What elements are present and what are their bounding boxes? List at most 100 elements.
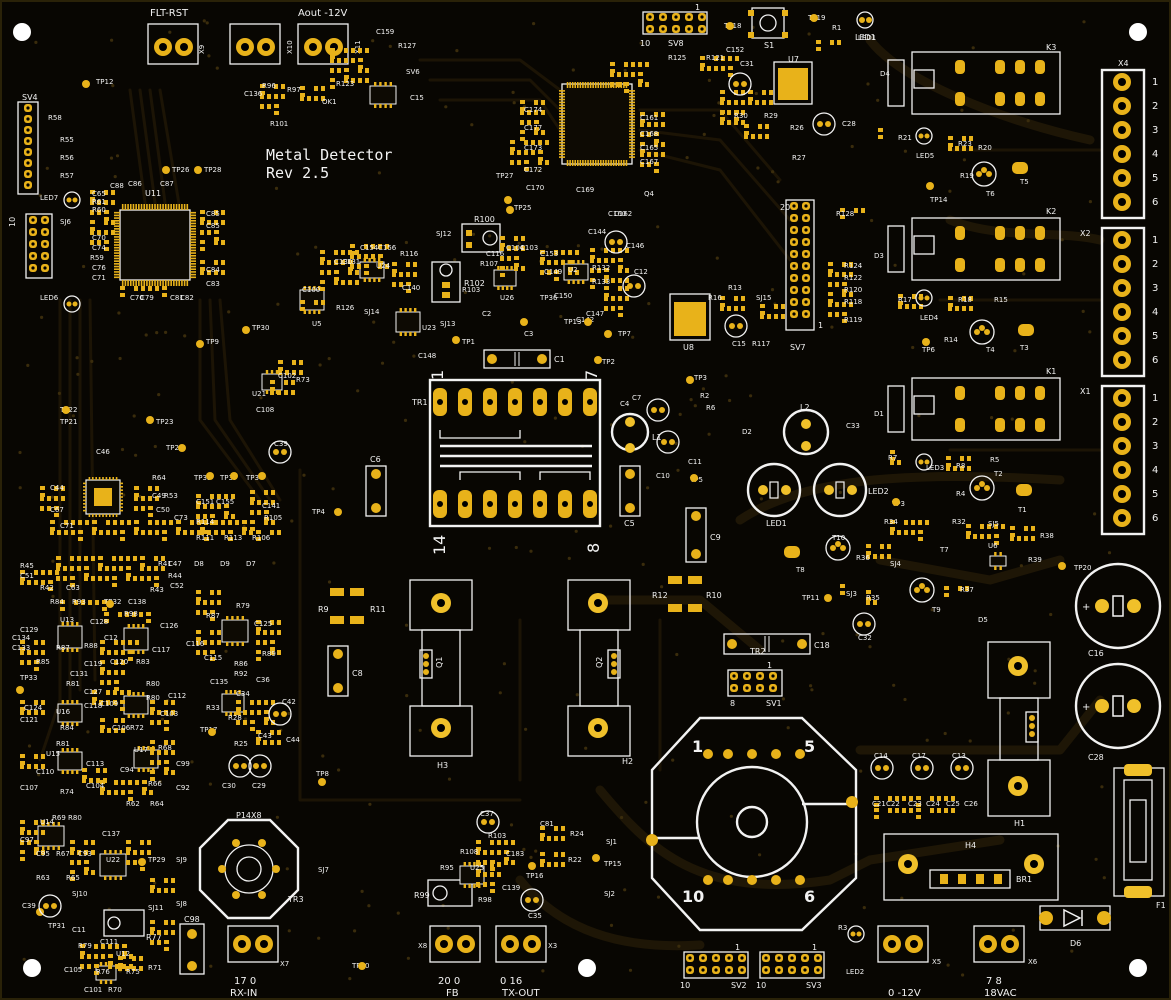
svg-text:L2: L2 — [800, 403, 810, 412]
svg-text:R120: R120 — [844, 286, 862, 294]
svg-text:LED1: LED1 — [766, 519, 787, 528]
board-title-line2: Rev 2.5 — [266, 164, 329, 182]
svg-text:1: 1 — [818, 321, 823, 330]
svg-text:TP6: TP6 — [921, 346, 935, 354]
svg-text:U13: U13 — [60, 616, 74, 624]
svg-text:2: 2 — [1152, 417, 1158, 428]
svg-text:R63: R63 — [36, 874, 50, 882]
svg-text:2: 2 — [1152, 259, 1158, 270]
svg-text:C12: C12 — [104, 634, 118, 642]
svg-text:17 0: 17 0 — [234, 976, 256, 987]
capacitor-c28: LED2 — [812, 462, 889, 518]
svg-text:R66: R66 — [148, 780, 162, 788]
header-sv1: 1 8 SV1 — [727, 661, 783, 708]
copper-traces — [38, 35, 1105, 951]
svg-text:R77: R77 — [146, 933, 162, 942]
capacitor-c16: LED1 — [746, 462, 802, 528]
svg-text:C104: C104 — [506, 244, 525, 252]
svg-text:T1: T1 — [1017, 506, 1027, 514]
svg-text:R55: R55 — [60, 136, 74, 144]
svg-text:C153: C153 — [540, 250, 558, 258]
svg-text:SV3: SV3 — [806, 981, 822, 990]
svg-text:R4: R4 — [956, 490, 966, 498]
svg-text:R80: R80 — [146, 680, 160, 688]
svg-text:3: 3 — [1152, 441, 1158, 452]
svg-text:14: 14 — [430, 535, 449, 555]
svg-text:R80: R80 — [146, 694, 160, 702]
x11-caption: Aout -12V — [298, 8, 348, 19]
svg-text:R97: R97 — [287, 86, 301, 94]
svg-text:C131: C131 — [342, 258, 360, 266]
svg-text:C141: C141 — [262, 502, 280, 510]
svg-text:2: 2 — [1152, 101, 1158, 112]
svg-text:C13: C13 — [952, 752, 966, 760]
svg-text:R68: R68 — [158, 744, 172, 752]
svg-text:TP7: TP7 — [617, 330, 631, 338]
svg-text:R38: R38 — [1040, 532, 1054, 540]
svg-text:X11: X11 — [354, 40, 362, 54]
svg-text:R74: R74 — [60, 788, 74, 796]
svg-text:R17: R17 — [898, 296, 912, 304]
connector-x10: X10 — [229, 23, 294, 65]
svg-text:C81: C81 — [170, 294, 184, 302]
svg-text:C116: C116 — [486, 250, 505, 258]
svg-text:C174: C174 — [524, 106, 543, 114]
svg-text:C35: C35 — [528, 912, 542, 920]
svg-text:LED5: LED5 — [916, 152, 934, 160]
svg-text:TR1: TR1 — [411, 398, 428, 407]
svg-text:R123: R123 — [336, 80, 354, 88]
svg-text:+: + — [1082, 702, 1090, 713]
svg-text:T5: T5 — [1019, 178, 1029, 186]
svg-text:C146: C146 — [626, 242, 645, 250]
svg-text:0 -12V: 0 -12V — [888, 988, 921, 999]
relay-k3: K3 — [887, 43, 1061, 115]
svg-text:SJ5: SJ5 — [988, 520, 999, 528]
svg-text:R85: R85 — [36, 658, 50, 666]
svg-text:SJ13: SJ13 — [440, 320, 455, 328]
svg-text:R70: R70 — [108, 986, 122, 994]
svg-text:1: 1 — [735, 943, 740, 952]
svg-text:TP37: TP37 — [219, 474, 237, 482]
svg-text:R96: R96 — [262, 82, 276, 90]
svg-text:C30: C30 — [222, 782, 236, 790]
svg-text:SJ6: SJ6 — [60, 218, 72, 226]
svg-text:TP13: TP13 — [563, 318, 581, 326]
svg-text:C118: C118 — [84, 702, 102, 710]
svg-text:SJ10: SJ10 — [72, 890, 87, 898]
header-sv5: 10 — [8, 213, 53, 279]
svg-text:R81: R81 — [66, 680, 80, 688]
svg-text:R114: R114 — [196, 518, 215, 526]
svg-text:C43: C43 — [258, 732, 272, 740]
svg-text:1: 1 — [695, 3, 700, 12]
svg-text:LED2: LED2 — [846, 968, 864, 976]
svg-text:R25: R25 — [234, 740, 248, 748]
svg-text:C129: C129 — [20, 626, 38, 634]
svg-text:C170: C170 — [526, 184, 544, 192]
svg-text:R60: R60 — [92, 206, 106, 214]
svg-text:R84: R84 — [60, 724, 74, 732]
svg-text:1: 1 — [812, 943, 817, 952]
svg-text:T10: T10 — [831, 534, 845, 542]
svg-text:SV1: SV1 — [766, 699, 782, 708]
svg-text:C135: C135 — [210, 678, 228, 686]
svg-text:R132: R132 — [592, 264, 610, 272]
svg-text:C15: C15 — [732, 340, 746, 348]
svg-text:T2: T2 — [993, 470, 1003, 478]
header-sv8: 10 SV8 1 — [640, 3, 708, 48]
inductor-l1: L1 — [610, 412, 662, 453]
svg-text:1: 1 — [428, 370, 447, 380]
svg-text:C76: C76 — [92, 264, 106, 272]
svg-text:10: 10 — [680, 981, 690, 990]
svg-text:C136: C136 — [244, 90, 263, 98]
svg-text:R65: R65 — [66, 874, 80, 882]
svg-text:SJ14: SJ14 — [364, 308, 380, 316]
svg-text:TP16: TP16 — [525, 872, 544, 880]
inductor-l2: L2 — [782, 403, 830, 456]
svg-text:R44: R44 — [168, 572, 182, 580]
header-sv7: 20 1 SV7 — [780, 199, 823, 352]
svg-text:C104: C104 — [86, 782, 105, 790]
svg-text:C120: C120 — [110, 658, 128, 666]
svg-text:C1: C1 — [554, 355, 565, 364]
svg-text:R33: R33 — [206, 704, 220, 712]
header-sv3: 10 1 SV3 — [756, 943, 825, 990]
